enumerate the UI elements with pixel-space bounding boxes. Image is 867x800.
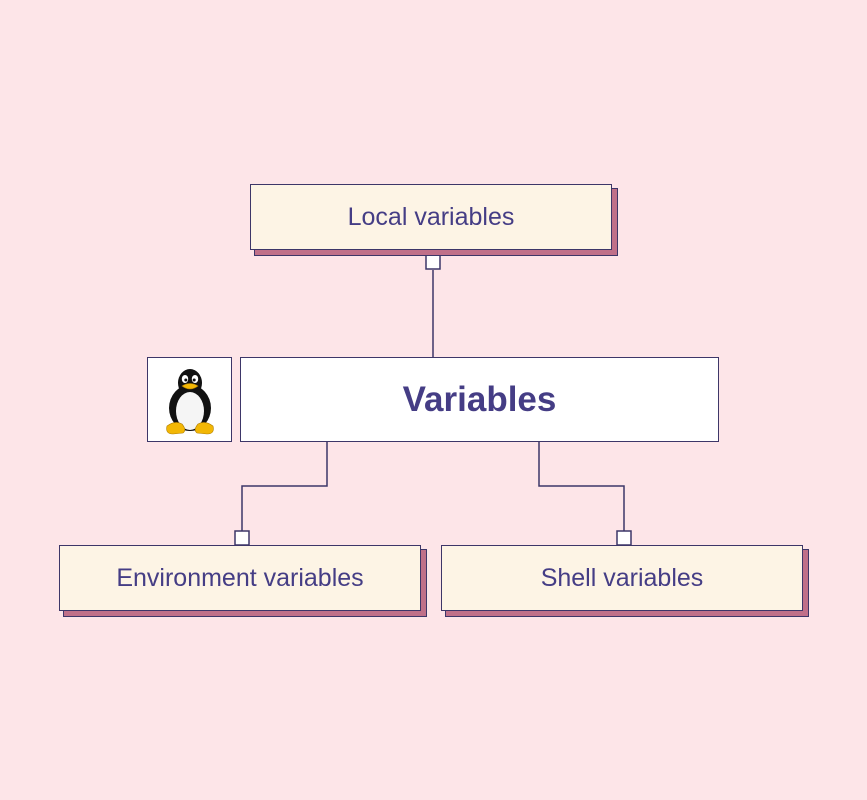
connector-port-top (425, 254, 441, 270)
linux-tux-icon-graphic (165, 368, 214, 434)
node-local-variables[interactable]: Local variables (250, 184, 612, 250)
linux-tux-icon (147, 357, 232, 442)
node-local-variables-label: Local variables (347, 202, 515, 231)
connector-port-right (616, 530, 632, 546)
node-environment-variables-label: Environment variables (116, 563, 364, 592)
node-environment-variables[interactable]: Environment variables (59, 545, 421, 611)
node-variables-root[interactable]: Variables (240, 357, 719, 442)
node-shell-variables[interactable]: Shell variables (441, 545, 803, 611)
node-shell-variables-label: Shell variables (540, 563, 704, 592)
node-variables-label: Variables (402, 379, 557, 419)
connector-port-left (234, 530, 250, 546)
connector-right (538, 441, 625, 531)
connector-left (241, 441, 328, 531)
